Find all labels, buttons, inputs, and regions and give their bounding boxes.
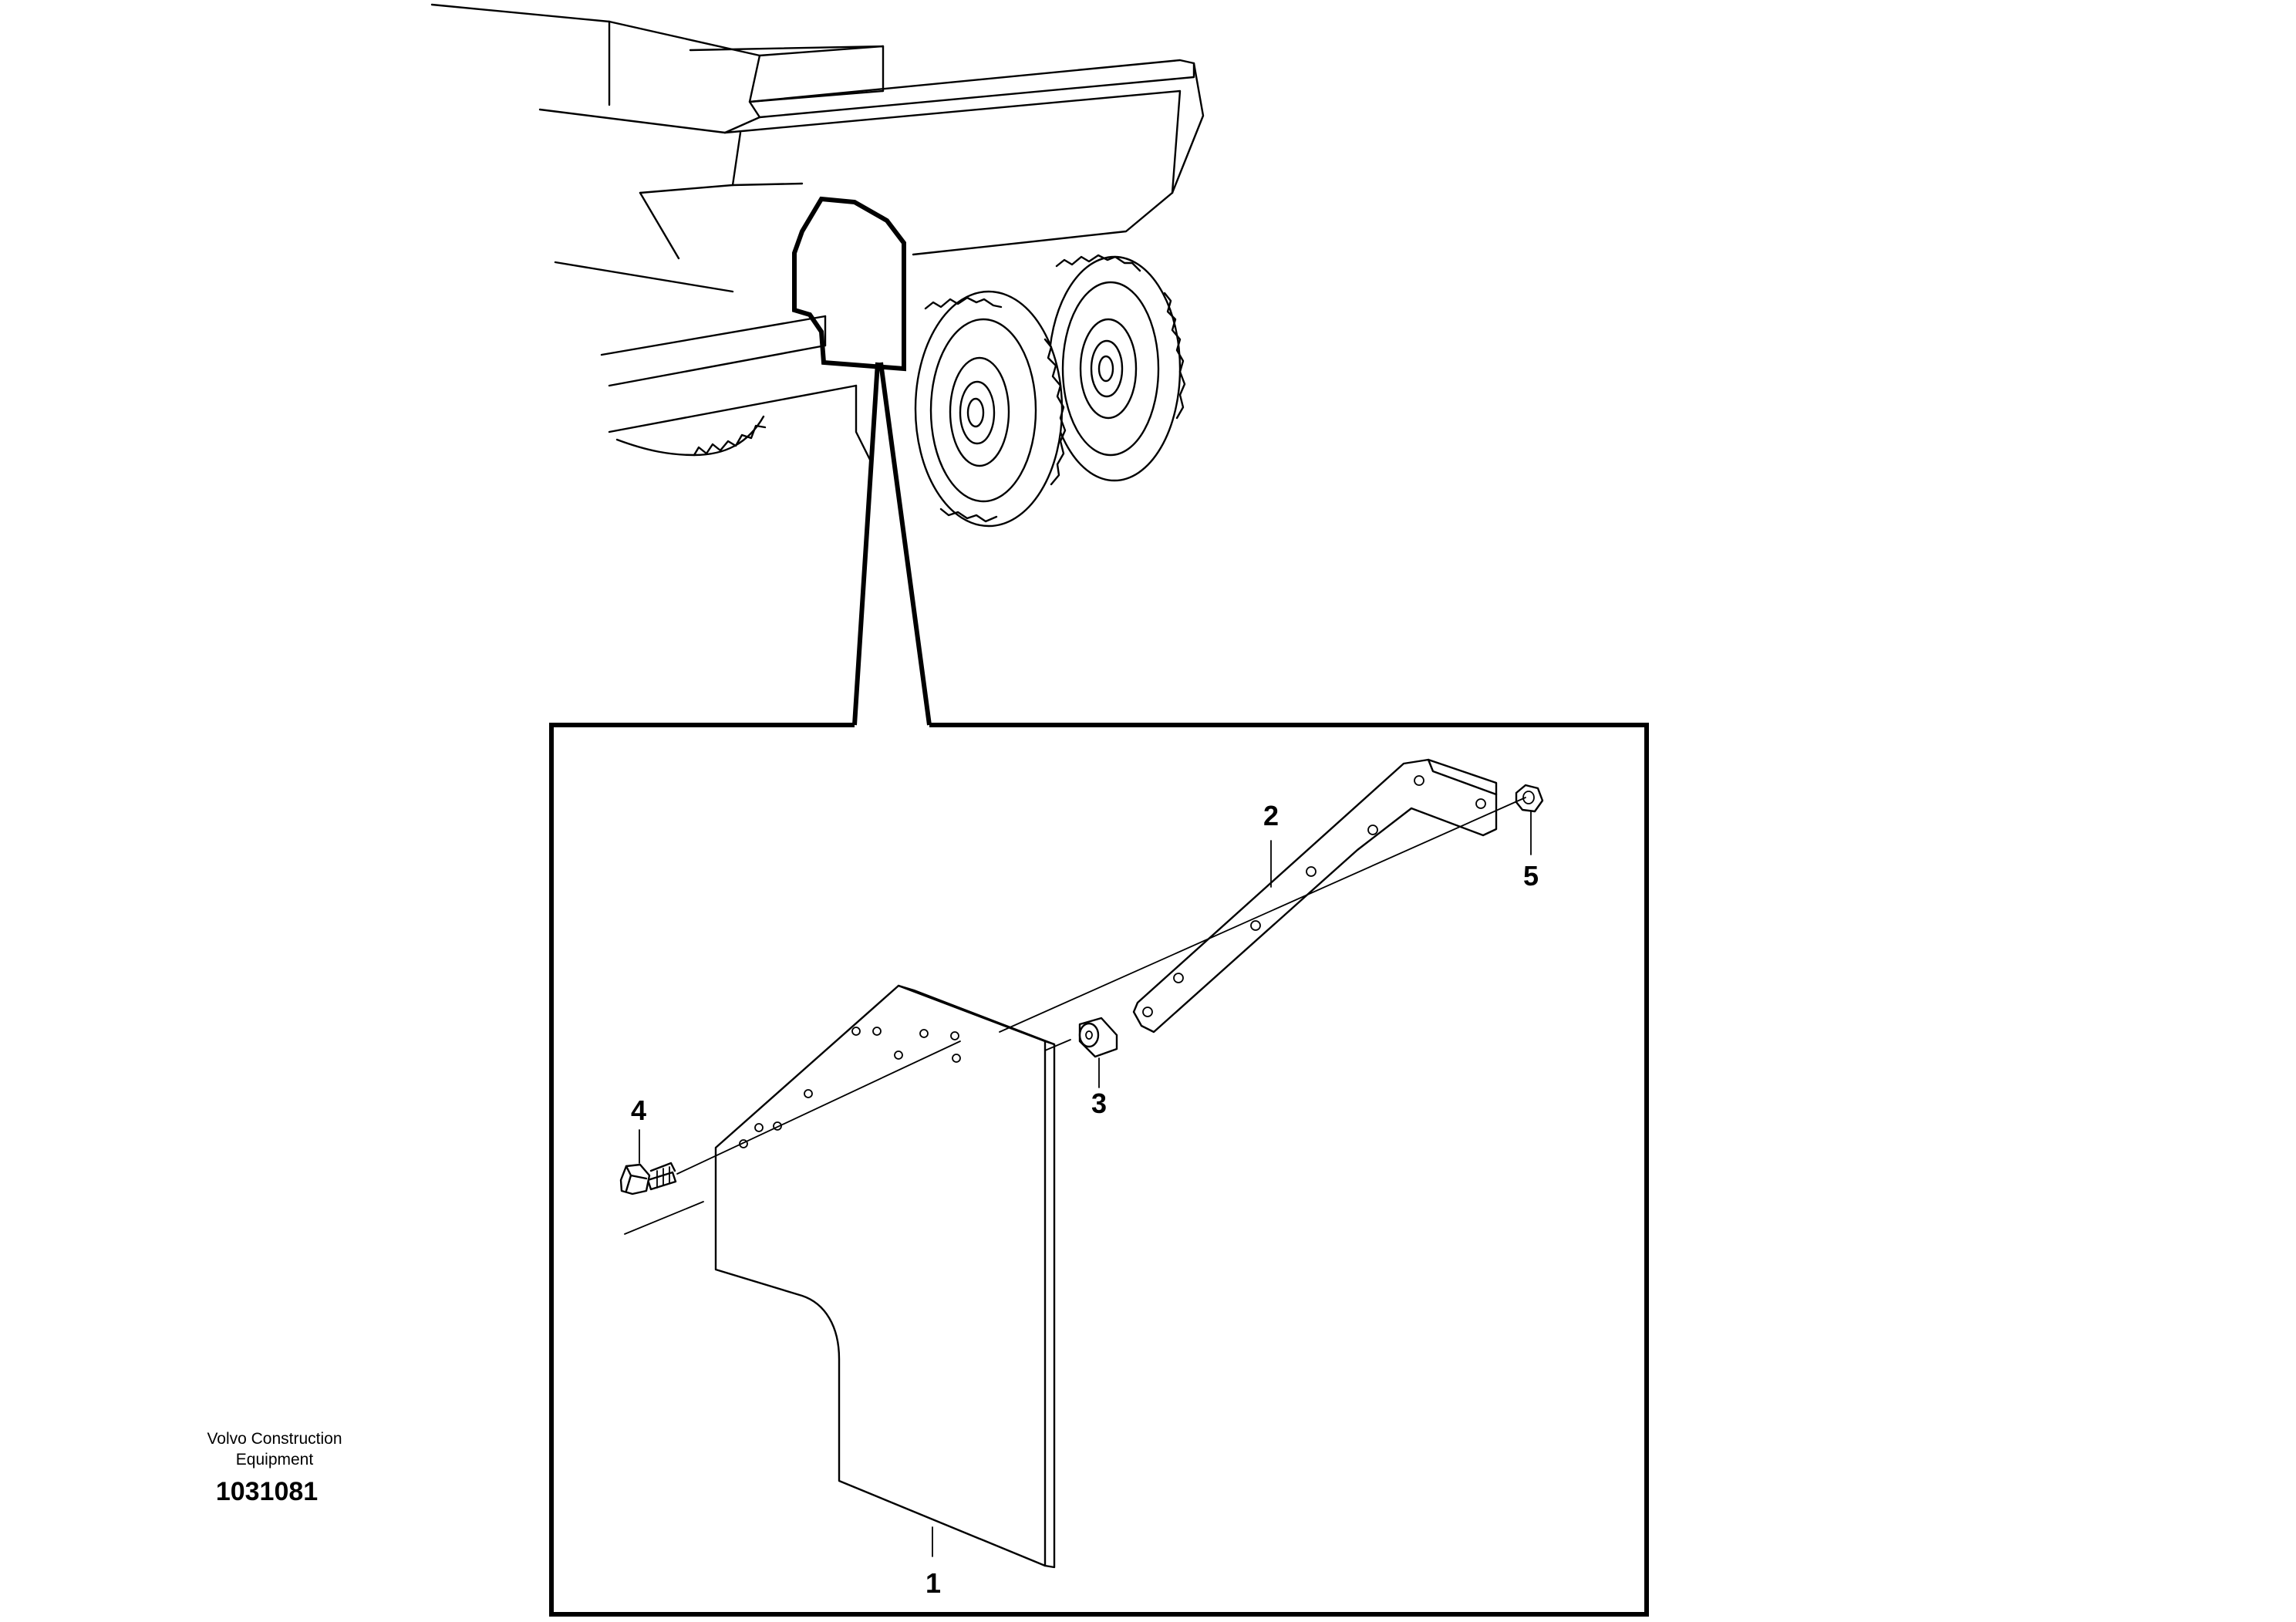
rear-wheel-back	[1047, 254, 1186, 482]
callout-4: 4	[631, 1094, 646, 1126]
frame-rails	[600, 315, 858, 433]
callout-1: 1	[925, 1567, 941, 1599]
part-5-nut	[1515, 784, 1544, 813]
callout-leaders	[639, 811, 1532, 1557]
axle-bracket	[855, 384, 873, 464]
part-4-bolt	[619, 1162, 677, 1195]
callout-5: 5	[1523, 860, 1539, 892]
part-2-bracket	[1132, 758, 1498, 1034]
mudflap-highlight	[792, 196, 906, 372]
illustration-number: 1031081	[216, 1477, 318, 1506]
part-1-mud-flap	[714, 984, 1056, 1569]
rear-wheel-front	[914, 290, 1067, 528]
publisher-line-1: Volvo Construction	[207, 1430, 342, 1448]
publisher-line-2: Equipment	[236, 1451, 314, 1469]
callout-2: 2	[1263, 800, 1279, 831]
zoom-leader	[852, 362, 932, 726]
part-3-spacer	[1078, 1017, 1118, 1058]
dump-body	[430, 3, 1205, 293]
assembly-lines	[624, 797, 1526, 1235]
hauler-overview	[430, 3, 1205, 726]
callout-3: 3	[1091, 1088, 1107, 1119]
front-wheel-partial	[615, 415, 767, 457]
detail-frame	[549, 723, 1649, 1617]
